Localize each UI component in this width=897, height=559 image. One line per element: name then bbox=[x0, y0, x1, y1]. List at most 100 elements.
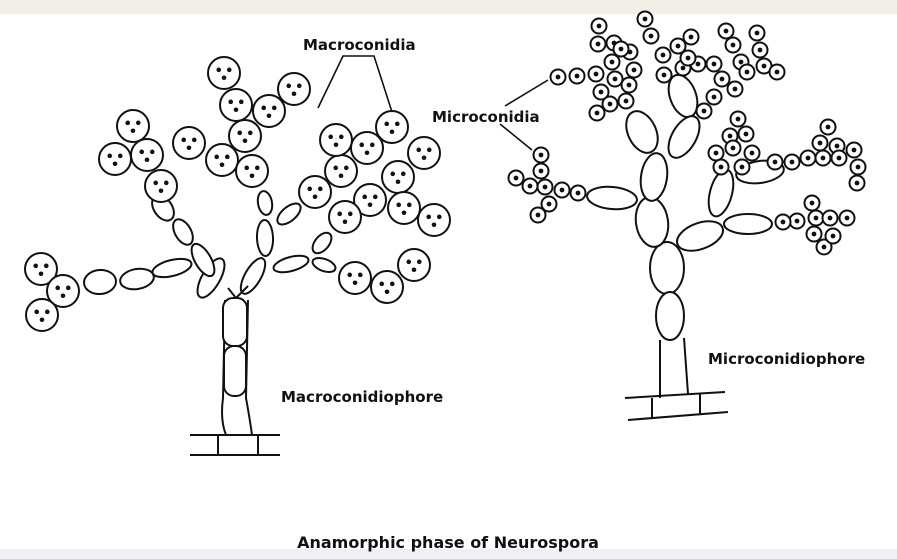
microconidium bbox=[538, 180, 553, 195]
hyphal-cell bbox=[673, 216, 727, 257]
microconidium bbox=[731, 112, 746, 127]
microconidium bbox=[709, 146, 724, 161]
microconidium bbox=[840, 211, 855, 226]
macroconidium bbox=[299, 176, 331, 208]
hyphal-cell bbox=[256, 190, 274, 216]
microconidium bbox=[715, 72, 730, 87]
hyphal-cell bbox=[256, 220, 273, 257]
hyphal-cell bbox=[151, 255, 194, 280]
hyphal-cell bbox=[650, 242, 684, 294]
macroconidium bbox=[325, 155, 357, 187]
macroconidium bbox=[99, 143, 131, 175]
microconidium bbox=[571, 186, 586, 201]
microconidium bbox=[785, 155, 800, 170]
microconidium bbox=[627, 63, 642, 78]
microconidium bbox=[697, 104, 712, 119]
microconidium bbox=[816, 151, 831, 166]
microconidium bbox=[644, 29, 659, 44]
microconidium bbox=[619, 94, 634, 109]
microconidium bbox=[851, 160, 866, 175]
hyphal-cell bbox=[724, 214, 772, 234]
microconidium bbox=[790, 214, 805, 229]
macroconidium bbox=[236, 155, 268, 187]
microconidium bbox=[813, 136, 828, 151]
microconidium bbox=[739, 127, 754, 142]
hyphal-cell bbox=[309, 229, 335, 256]
microconidium bbox=[608, 72, 623, 87]
macroconidium bbox=[388, 192, 420, 224]
microconidium bbox=[534, 164, 549, 179]
microconidium bbox=[768, 155, 783, 170]
macroconidium bbox=[26, 299, 58, 331]
hyphal-cell bbox=[311, 255, 338, 274]
microconidium bbox=[801, 151, 816, 166]
microconidium bbox=[809, 211, 824, 226]
microconidium bbox=[555, 183, 570, 198]
microconidium bbox=[728, 82, 743, 97]
microconidium bbox=[707, 57, 722, 72]
microconidium bbox=[684, 30, 699, 45]
hyphal-cell bbox=[274, 200, 304, 229]
microconidium bbox=[740, 65, 755, 80]
macroconidium bbox=[371, 271, 403, 303]
macroconidia-leaders bbox=[318, 56, 392, 112]
hyphal-cell bbox=[272, 253, 310, 276]
label-macroconidia: Macroconidia bbox=[303, 36, 416, 54]
microconidium bbox=[832, 151, 847, 166]
label-macroconidiophore: Macroconidiophore bbox=[281, 388, 443, 406]
hyphal-cell bbox=[83, 269, 117, 296]
microconidium bbox=[589, 67, 604, 82]
hyphal-cell bbox=[633, 195, 672, 249]
microconidium bbox=[707, 90, 722, 105]
hyphal-cell bbox=[656, 292, 684, 340]
microconidium bbox=[638, 12, 653, 27]
microconidium bbox=[719, 24, 734, 39]
label-microconidiophore: Microconidiophore bbox=[708, 350, 865, 368]
diagram-title: Anamorphic phase of Neurospora bbox=[297, 533, 599, 552]
macroconidium bbox=[418, 204, 450, 236]
hyphal-cell bbox=[620, 106, 664, 158]
microconidium bbox=[622, 78, 637, 93]
microconidium bbox=[614, 42, 629, 57]
microconidium bbox=[605, 55, 620, 70]
microconidium bbox=[509, 171, 524, 186]
macroconidium bbox=[376, 111, 408, 143]
macroconidium bbox=[145, 170, 177, 202]
microconidium bbox=[657, 68, 672, 83]
microconidium bbox=[531, 208, 546, 223]
macroconidium bbox=[131, 139, 163, 171]
macroconidium bbox=[208, 57, 240, 89]
microconidium bbox=[523, 179, 538, 194]
macroconidium bbox=[117, 110, 149, 142]
macroconidium bbox=[278, 73, 310, 105]
microconidium bbox=[745, 146, 760, 161]
microconidium bbox=[753, 43, 768, 58]
microconidium bbox=[656, 48, 671, 63]
microconidium bbox=[592, 19, 607, 34]
microconidium bbox=[821, 120, 836, 135]
microconidium bbox=[823, 211, 838, 226]
microconidium bbox=[551, 70, 566, 85]
hyphal-cell bbox=[169, 216, 197, 248]
macroconidium bbox=[206, 144, 238, 176]
microconidium bbox=[590, 106, 605, 121]
microconidium bbox=[847, 143, 862, 158]
microconidium bbox=[805, 196, 820, 211]
microconidium bbox=[681, 51, 696, 66]
microconidium bbox=[807, 227, 822, 242]
microconidium bbox=[591, 37, 606, 52]
label-microconidia: Microconidia bbox=[432, 108, 540, 126]
macroconidium bbox=[398, 249, 430, 281]
hyphal-cell bbox=[662, 111, 706, 163]
macroconidium bbox=[253, 95, 285, 127]
hyphal-cell bbox=[119, 266, 156, 292]
macroconidium bbox=[173, 127, 205, 159]
microconidium bbox=[570, 69, 585, 84]
macroconidium bbox=[320, 124, 352, 156]
microconidium bbox=[726, 38, 741, 53]
microconidium bbox=[726, 141, 741, 156]
header-band bbox=[0, 0, 897, 14]
hyphal-cell bbox=[586, 185, 638, 211]
macroconidium bbox=[339, 262, 371, 294]
